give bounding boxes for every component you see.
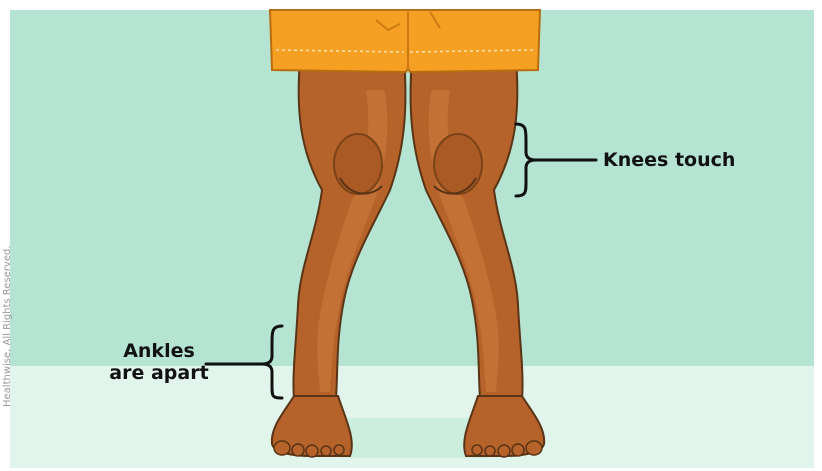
copyright-watermark: Healthwise, All Rights Reserved.	[1, 207, 15, 407]
ankles-apart-label: Ankles are apart	[84, 340, 234, 384]
right-knee	[434, 134, 482, 194]
ankles-label-line1: Ankles	[84, 340, 234, 362]
knees-touch-label: Knees touch	[603, 149, 735, 171]
shorts	[270, 10, 540, 72]
ankles-label-line2: are apart	[84, 362, 234, 384]
left-knee	[334, 134, 382, 194]
